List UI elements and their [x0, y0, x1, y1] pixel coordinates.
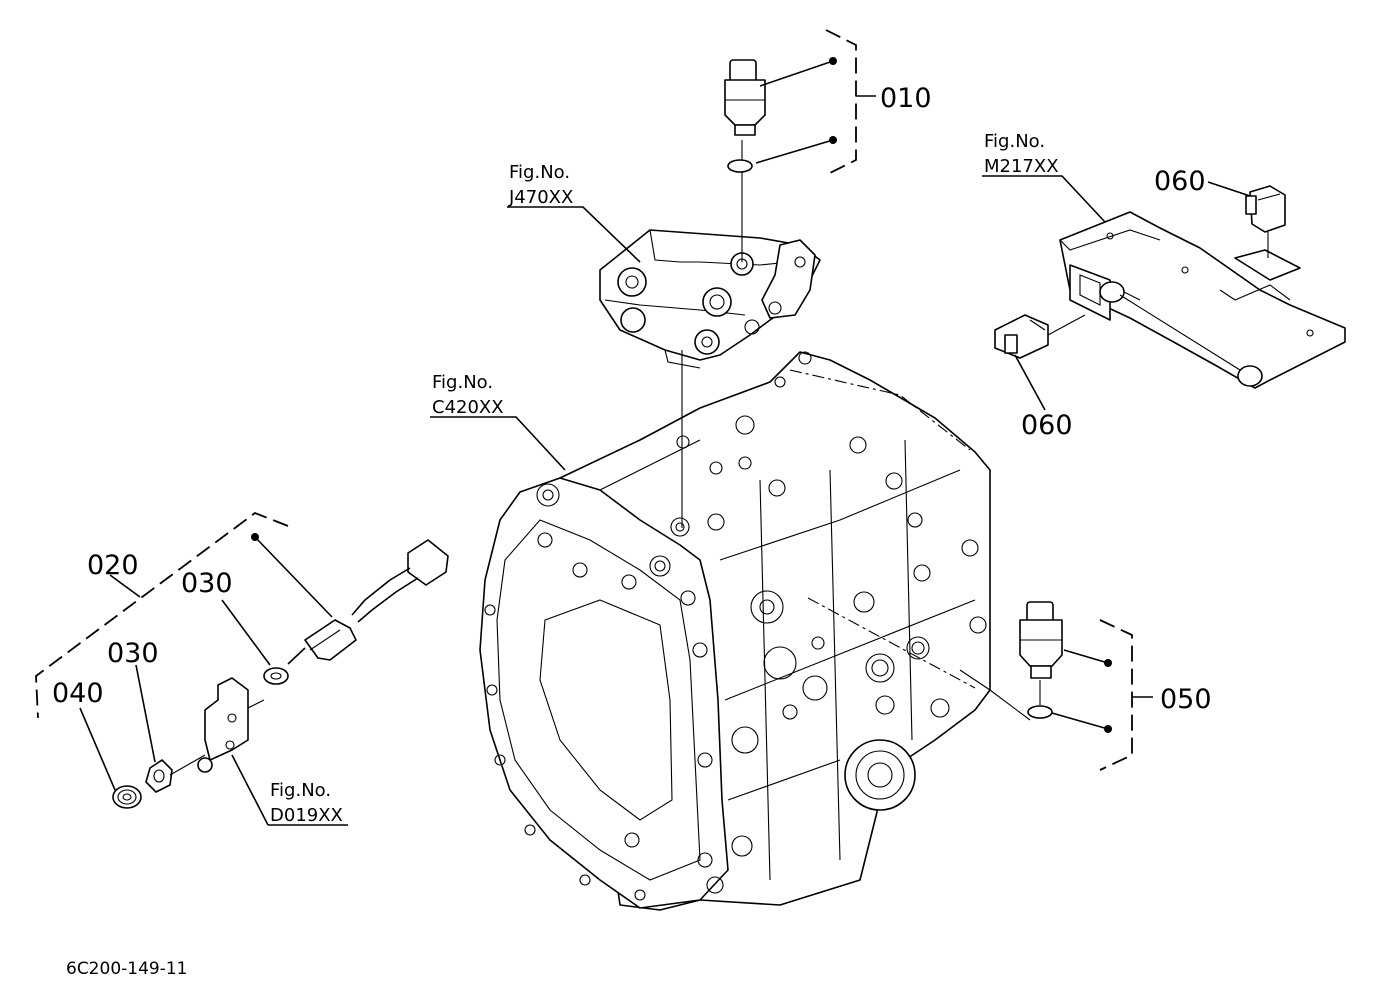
label-010: 010 — [880, 83, 932, 114]
label-040: 040 — [52, 678, 104, 709]
drawing-code: 6C200-149-11 — [66, 959, 187, 979]
bracket-plate — [1059, 211, 1346, 389]
plug-040 — [112, 785, 142, 809]
label-030-lower: 030 — [107, 638, 159, 669]
switch-060-lower — [994, 314, 1049, 359]
valve-body — [599, 229, 821, 369]
figref-d019-code: D019XX — [270, 805, 343, 826]
figref-m217-code: M217XX — [984, 156, 1059, 177]
label-030-upper: 030 — [181, 568, 233, 599]
label-060-upper: 060 — [1154, 166, 1206, 197]
part-labels: 010 060 060 050 020 030 030 040 — [52, 83, 1212, 715]
label-050: 050 — [1160, 684, 1212, 715]
label-060-lower: 060 — [1021, 410, 1073, 441]
figref-c420-caption: Fig.No. — [432, 372, 493, 393]
figref-j470-caption: Fig.No. — [509, 162, 570, 183]
pressure-switch-050 — [1019, 601, 1063, 719]
figref-d019-caption: Fig.No. — [270, 780, 331, 801]
figure-references: Fig.No. J470XX Fig.No. C420XX Fig.No. M2… — [270, 131, 1059, 826]
lock-nut-030 — [145, 759, 173, 793]
figref-c420-code: C420XX — [432, 397, 504, 418]
figref-m217-caption: Fig.No. — [984, 131, 1045, 152]
label-020: 020 — [87, 550, 139, 581]
sensor-bracket — [197, 677, 249, 773]
figref-j470-code: J470XX — [508, 187, 573, 208]
assembly-centerlines — [169, 140, 1269, 776]
switch-060-upper — [1245, 185, 1286, 233]
transmission-case — [479, 351, 991, 911]
pressure-switch-010 — [724, 59, 766, 173]
label-leaders — [35, 29, 1251, 826]
speed-sensor-020 — [263, 539, 449, 685]
